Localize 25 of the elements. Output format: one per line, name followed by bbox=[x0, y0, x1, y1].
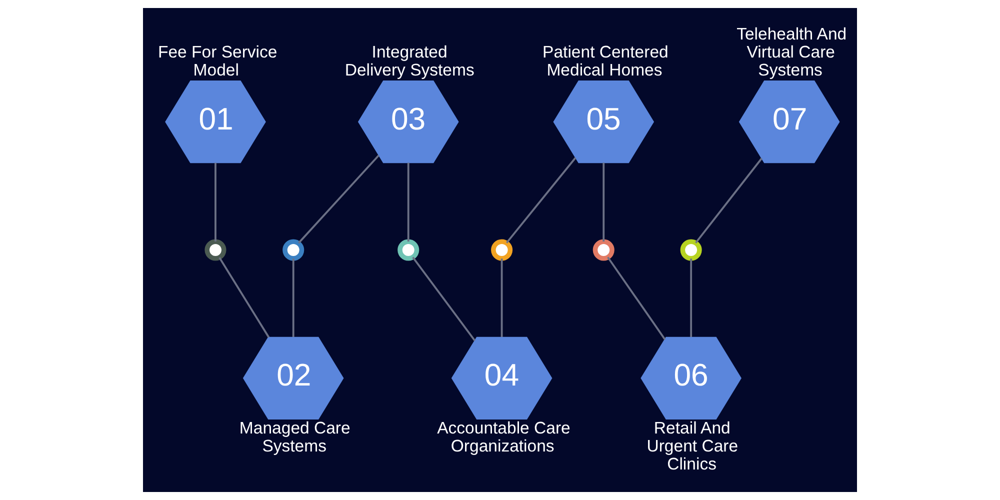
connector bbox=[506, 157, 576, 244]
node-label: Fee For Service Model bbox=[158, 42, 278, 80]
connector bbox=[690, 258, 692, 338]
node-circle bbox=[282, 239, 304, 261]
connector bbox=[298, 154, 380, 244]
node-label: Managed Care Systems bbox=[239, 418, 350, 456]
node-label: Integrated Delivery Systems bbox=[344, 42, 474, 80]
node-circle bbox=[680, 239, 702, 261]
connector bbox=[602, 162, 605, 242]
connector bbox=[214, 162, 216, 242]
node-label: Telehealth And Virtual Care Systems bbox=[736, 24, 847, 80]
connector bbox=[292, 258, 294, 338]
connector bbox=[407, 162, 410, 242]
node-label: Patient Centered Medical Homes bbox=[542, 42, 668, 80]
connector bbox=[500, 258, 503, 338]
connector bbox=[695, 158, 762, 244]
connector bbox=[218, 257, 270, 338]
node-circle bbox=[398, 239, 420, 261]
node-label: Accountable Care Organizations bbox=[437, 418, 570, 456]
node-circle bbox=[204, 239, 226, 261]
node-circle bbox=[491, 239, 513, 261]
node-circle bbox=[592, 239, 614, 261]
node-label: Retail And Urgent Care Clinics bbox=[646, 418, 738, 474]
connector bbox=[412, 256, 476, 342]
connector bbox=[607, 256, 666, 340]
